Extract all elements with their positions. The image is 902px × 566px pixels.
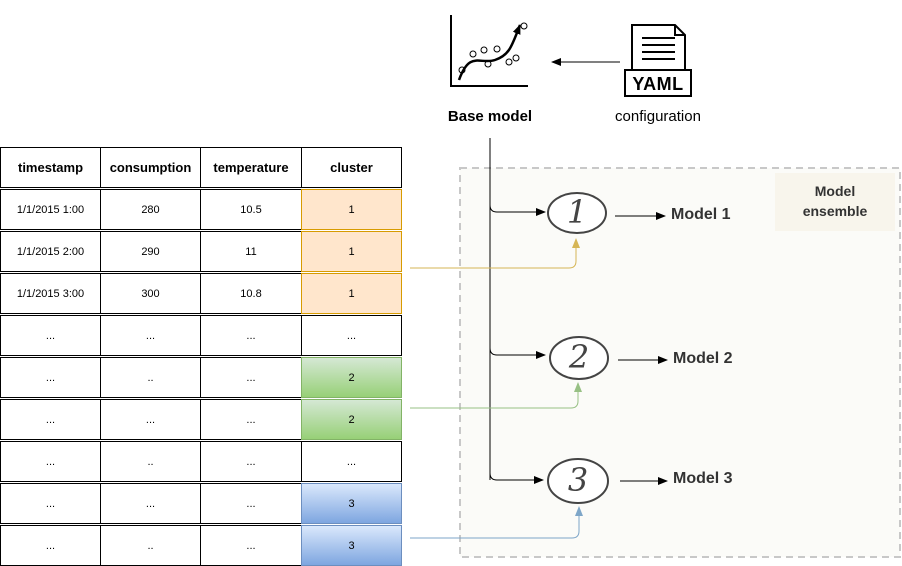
ensemble-container [459,167,901,558]
model-1-number: 1 [566,193,588,231]
table-cell-consumption: ... [100,315,201,356]
table-cell-timestamp: ... [0,357,101,398]
model-2-circle [549,336,609,380]
configuration-label: configuration [615,108,701,125]
yaml-file-icon [624,24,692,97]
base-model-label: Base model [447,108,533,125]
table-cell-timestamp: ... [0,315,101,356]
cluster-1-arrow [410,238,580,269]
model-1-label: Model 1 [671,206,731,223]
model-3-number: 3 [567,461,589,499]
table-cell-temperature: ... [200,483,302,524]
table-cell-consumption: .. [100,357,201,398]
cluster-2-arrow [410,382,582,409]
ensemble-label-line1: Model [814,183,856,199]
table-cell-cluster: 3 [301,483,402,524]
header-cluster: cluster [301,147,402,188]
chart-icon [450,15,528,87]
table-cell-consumption: 280 [100,189,201,230]
table-cell-consumption: 300 [100,273,201,314]
table-cell-timestamp: ... [0,483,101,524]
table-cell-cluster: 1 [301,273,402,314]
table-cell-timestamp: ... [0,399,101,440]
ensemble-label-line2: ensemble [802,203,868,219]
table-cell-temperature: 10.5 [200,189,302,230]
yaml-badge-text: YAML [632,74,684,94]
table-cell-temperature: 10.8 [200,273,302,314]
table-cell-temperature: 11 [200,231,302,272]
table-cell-temperature: ... [200,399,302,440]
table-cell-timestamp: ... [0,441,101,482]
table-cell-timestamp: 1/1/2015 1:00 [0,189,101,230]
model-2-label: Model 2 [673,350,733,367]
model-3-label: Model 3 [673,470,733,487]
header-consumption: consumption [100,147,201,188]
model-2-number: 2 [568,338,590,376]
header-timestamp: timestamp [0,147,101,188]
table-cell-cluster: 2 [301,399,402,440]
table-cell-timestamp: 1/1/2015 3:00 [0,273,101,314]
table-cell-consumption: .. [100,525,201,566]
model-3-circle [547,458,609,504]
base-model-connectors [489,138,546,484]
table-cell-cluster: ... [301,315,402,356]
table-cell-consumption: 290 [100,231,201,272]
table-cell-consumption: ... [100,399,201,440]
table-cell-temperature: ... [200,525,302,566]
table-cell-temperature: ... [200,441,302,482]
table-cell-cluster: 3 [301,525,402,566]
table-cell-timestamp: ... [0,525,101,566]
table-cell-cluster: 1 [301,189,402,230]
table-cell-cluster: ... [301,441,402,482]
ensemble-label-box [775,173,895,231]
table-cell-temperature: ... [200,357,302,398]
table-cell-timestamp: 1/1/2015 2:00 [0,231,101,272]
table-cell-consumption: ... [100,483,201,524]
table-cell-cluster: 1 [301,231,402,272]
table-cell-consumption: .. [100,441,201,482]
cluster-3-arrow [410,506,583,539]
model-1-circle [547,192,607,234]
table-cell-temperature: ... [200,315,302,356]
header-temperature: temperature [200,147,302,188]
table-cell-cluster: 2 [301,357,402,398]
